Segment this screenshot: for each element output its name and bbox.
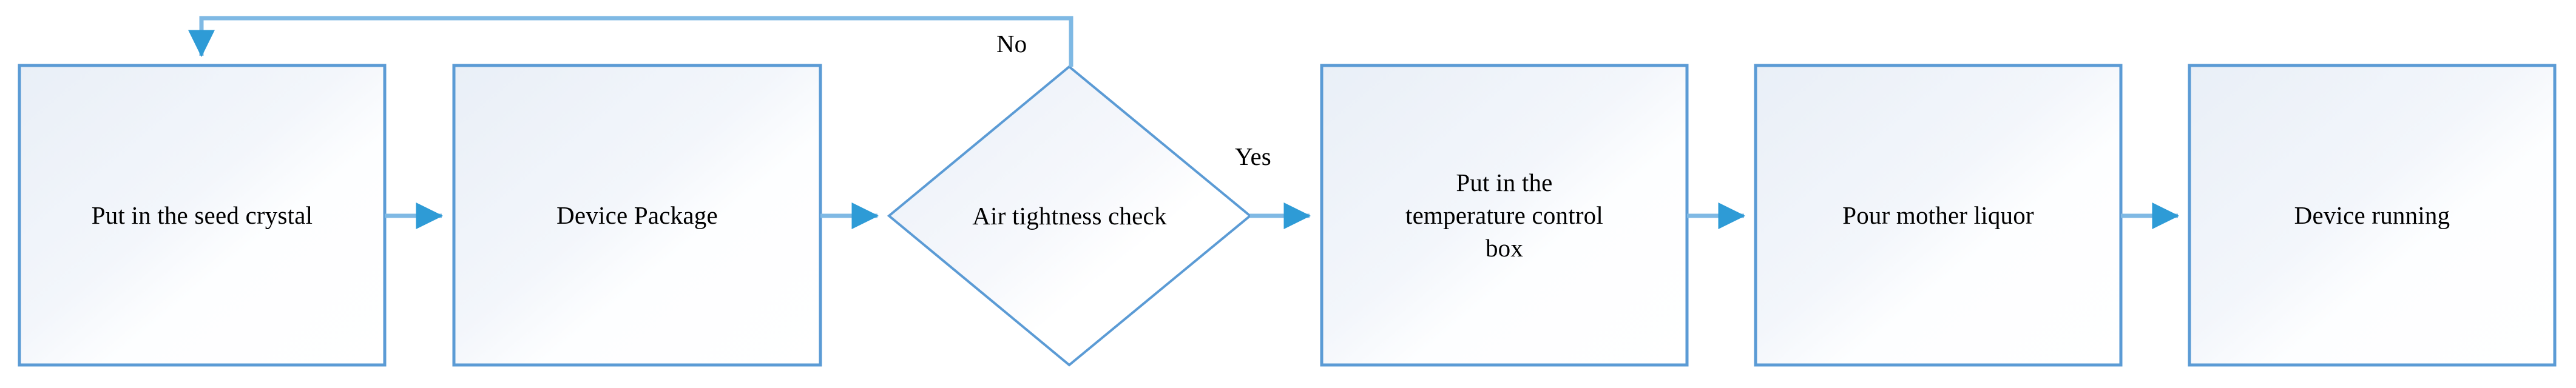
node-shape-seed-crystal[interactable] (18, 64, 387, 367)
edge-label-no: No (996, 30, 1027, 58)
node-air-tightness-check[interactable] (889, 67, 1250, 365)
node-shape-temperature-control-box[interactable] (1320, 64, 1689, 367)
node-device-running[interactable] (2189, 65, 2555, 365)
node-temperature-control-box[interactable] (1322, 65, 1687, 365)
node-seed-crystal[interactable] (19, 65, 385, 365)
edge-label-yes: Yes (1235, 142, 1271, 170)
connector-no-feedback-loop (188, 16, 1073, 67)
node-shape-pour-mother-liquor[interactable] (1754, 64, 2123, 367)
node-shape-device-package[interactable] (452, 64, 822, 367)
node-pour-mother-liquor[interactable] (1756, 65, 2121, 365)
node-device-package[interactable] (454, 65, 820, 365)
node-shape-air-tightness-check[interactable] (887, 65, 1253, 367)
node-shape-device-running[interactable] (2188, 64, 2557, 367)
